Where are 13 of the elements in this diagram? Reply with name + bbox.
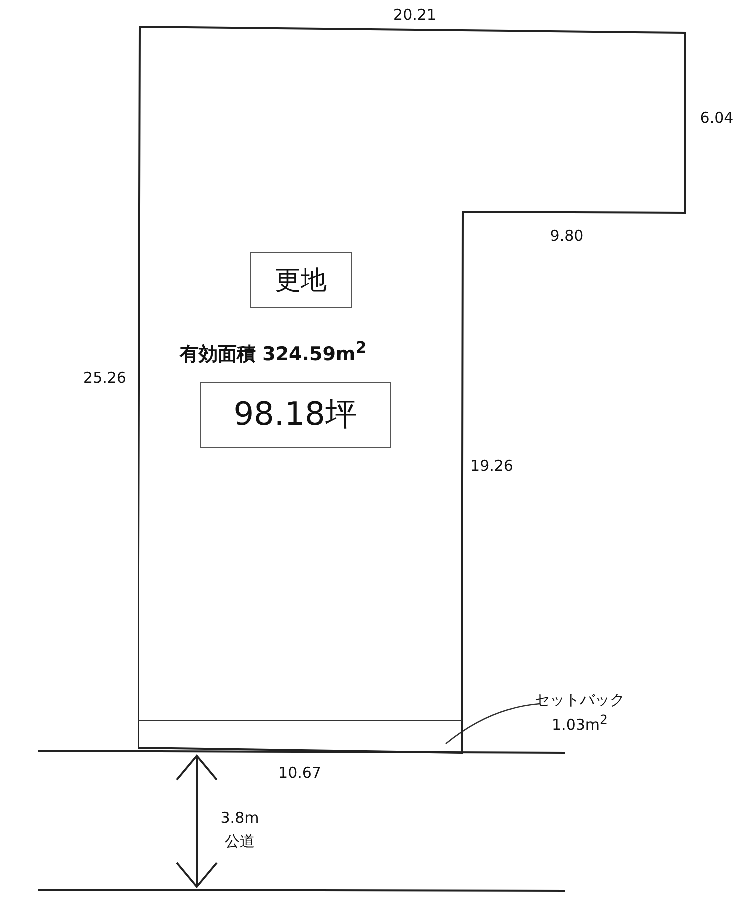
dimension-label: 6.04 <box>700 109 734 127</box>
leader-line <box>446 703 540 745</box>
dimension-label: 3.8m <box>220 809 260 827</box>
dimension-label: 20.21 <box>394 6 436 24</box>
dimension-label: 10.67 <box>278 764 322 782</box>
dimension-label: 公道 <box>225 832 255 852</box>
area-text: 有効面積 324.59m$^{2}$ <box>180 338 367 368</box>
label-box: 更地 <box>250 252 352 308</box>
callout-text: セットバック 1.03m$^{2}$ <box>535 690 625 735</box>
dimension-label: 25.26 <box>84 369 126 387</box>
dimension-label: 19.26 <box>470 457 514 475</box>
label-box: 98.18坪 <box>200 382 391 448</box>
dimension-label: 9.80 <box>550 227 584 245</box>
